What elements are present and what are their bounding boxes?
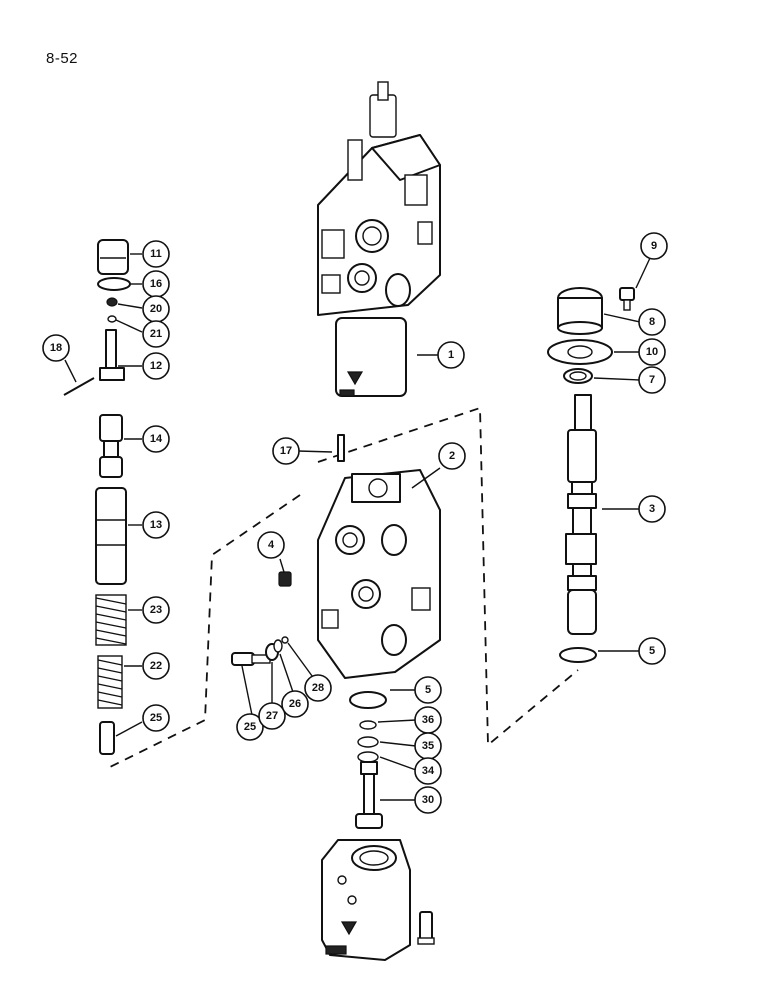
svg-text:22: 22 <box>150 660 162 672</box>
svg-text:35: 35 <box>422 740 434 752</box>
svg-text:1: 1 <box>448 349 454 361</box>
callout: 14 <box>142 425 170 453</box>
svg-text:36: 36 <box>422 714 434 726</box>
spool <box>565 394 597 635</box>
svg-text:5: 5 <box>649 645 655 657</box>
callout: 7 <box>638 366 666 394</box>
leader-lines <box>64 253 651 801</box>
callout: 27 <box>258 702 286 730</box>
o-ring <box>559 647 597 663</box>
callout: 16 <box>142 270 170 298</box>
callout: 8 <box>638 308 666 336</box>
svg-text:30: 30 <box>422 794 434 806</box>
end-cover <box>321 839 435 961</box>
callout: 20 <box>142 295 170 323</box>
svg-text:27: 27 <box>266 710 278 722</box>
callout: 11 <box>142 240 170 268</box>
callout: 28 <box>304 674 332 702</box>
small-center-parts <box>231 434 387 829</box>
svg-text:28: 28 <box>312 682 324 694</box>
svg-text:16: 16 <box>150 278 162 290</box>
svg-text:5: 5 <box>425 684 431 696</box>
callout: 18 <box>42 334 70 362</box>
svg-text:21: 21 <box>150 328 162 340</box>
callout: 36 <box>414 706 442 734</box>
callout: 34 <box>414 757 442 785</box>
svg-text:34: 34 <box>422 765 435 777</box>
svg-text:3: 3 <box>649 503 655 515</box>
relief-valve-parts <box>63 239 131 755</box>
svg-text:9: 9 <box>651 240 657 252</box>
svg-text:7: 7 <box>649 374 655 386</box>
callout: 13 <box>142 511 170 539</box>
svg-text:10: 10 <box>646 346 658 358</box>
svg-text:25: 25 <box>244 721 256 733</box>
callout: 22 <box>142 652 170 680</box>
callout: 2 <box>438 442 466 470</box>
upper-valve-section <box>317 81 441 397</box>
callout: 4 <box>257 531 285 559</box>
lower-valve-section <box>317 469 441 679</box>
svg-text:26: 26 <box>289 698 301 710</box>
svg-text:12: 12 <box>150 360 162 372</box>
callout: 25 <box>236 713 264 741</box>
svg-text:2: 2 <box>449 450 455 462</box>
callout: 5 <box>414 676 442 704</box>
callout: 17 <box>272 437 300 465</box>
callout: 3 <box>638 495 666 523</box>
svg-text:20: 20 <box>150 303 162 315</box>
svg-text:8: 8 <box>649 316 655 328</box>
svg-text:25: 25 <box>150 712 162 724</box>
svg-text:17: 17 <box>280 445 292 457</box>
svg-text:13: 13 <box>150 519 162 531</box>
svg-text:11: 11 <box>150 248 162 260</box>
callout: 5 <box>638 637 666 665</box>
callout: 23 <box>142 596 170 624</box>
callout: 30 <box>414 786 442 814</box>
callout: 10 <box>638 338 666 366</box>
callout: 9 <box>640 232 668 260</box>
svg-text:4: 4 <box>268 539 275 551</box>
assembly-boundary-line <box>107 494 301 769</box>
callout: 12 <box>142 352 170 380</box>
callout: 35 <box>414 732 442 760</box>
assembly-boundary-line <box>317 406 579 747</box>
callout: 21 <box>142 320 170 348</box>
page-number: 8-52 <box>46 50 79 67</box>
svg-text:23: 23 <box>150 604 162 616</box>
spool-cap-parts <box>547 287 635 384</box>
callout: 26 <box>281 690 309 718</box>
callout: 1 <box>437 341 465 369</box>
svg-text:18: 18 <box>50 342 62 354</box>
callout: 25 <box>142 704 170 732</box>
svg-text:14: 14 <box>150 433 163 445</box>
